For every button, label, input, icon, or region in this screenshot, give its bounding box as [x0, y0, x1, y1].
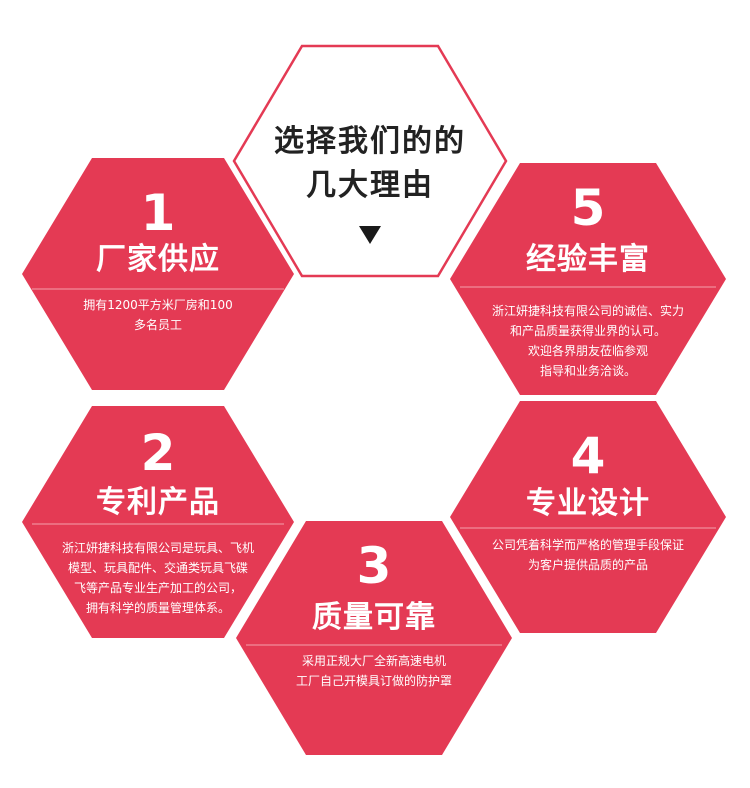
reason-1-hexagon	[22, 158, 294, 390]
reason-4-number: 4	[570, 427, 606, 485]
reason-3-hexagon	[236, 521, 512, 755]
reason-5-description: 浙江妍捷科技有限公司的诚信、实力 和产品质量获得业界的认可。 欢迎各界朋友莅临参…	[491, 304, 684, 378]
reason-1-description: 拥有1200平方米厂房和100 多名员工	[83, 298, 233, 332]
reason-1-title: 厂家供应	[96, 242, 220, 277]
reason-card-1: 1 厂家供应 拥有1200平方米厂房和100 多名员工	[22, 158, 294, 390]
reason-card-4: 4 专业设计 公司凭着科学而严格的管理手段保证 为客户提供品质的产品	[450, 401, 726, 633]
reason-4-title: 专业设计	[526, 486, 650, 521]
reason-3-number: 3	[356, 537, 392, 595]
reason-2-hexagon	[22, 406, 294, 638]
reason-4-description: 公司凭着科学而严格的管理手段保证 为客户提供品质的产品	[491, 538, 684, 572]
reason-1-number: 1	[140, 184, 176, 242]
reason-5-title: 经验丰富	[526, 242, 650, 277]
reason-5-hexagon	[450, 163, 726, 395]
reason-3-title: 质量可靠	[312, 600, 436, 635]
reason-card-2: 2 专利产品 浙江妍捷科技有限公司是玩具、飞机 模型、玩具配件、交通类玩具飞碟 …	[22, 406, 294, 638]
page-title: 选择我们的的 几大理由	[274, 124, 466, 203]
reason-card-5: 5 经验丰富 浙江妍捷科技有限公司的诚信、实力 和产品质量获得业界的认可。 欢迎…	[450, 163, 726, 395]
reason-2-number: 2	[140, 424, 176, 482]
reason-card-3: 3 质量可靠 采用正规大厂全新高速电机 工厂自己开模具订做的防护罩	[236, 521, 512, 755]
reason-4-hexagon	[450, 401, 726, 633]
reason-2-description: 浙江妍捷科技有限公司是玩具、飞机 模型、玩具配件、交通类玩具飞碟 飞等产品专业生…	[61, 541, 254, 615]
reason-3-description: 采用正规大厂全新高速电机 工厂自己开模具订做的防护罩	[295, 654, 452, 688]
triangle-down-icon	[359, 226, 381, 244]
center-hexagon-outline	[232, 44, 508, 278]
center-hexagon: 选择我们的的 几大理由	[232, 44, 508, 278]
reason-5-number: 5	[570, 179, 606, 237]
reason-2-title: 专利产品	[96, 485, 220, 520]
